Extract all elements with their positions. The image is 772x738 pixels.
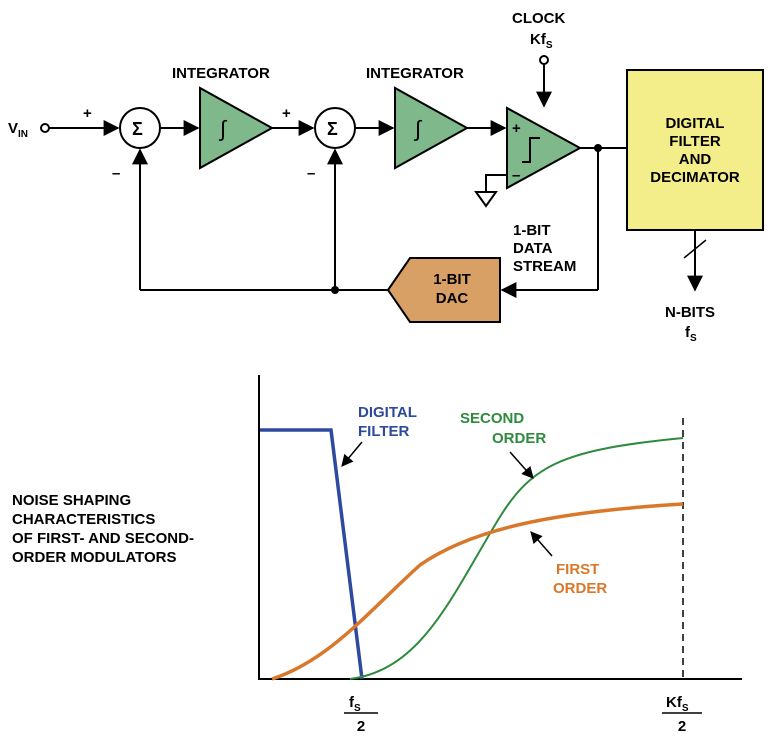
vin-label: VIN xyxy=(8,120,28,140)
digital-filter-label-1: DIGITAL xyxy=(358,404,417,421)
integrator-1-label: INTEGRATOR xyxy=(172,65,270,82)
block-diagram: VIN + Σ – INTEGRATOR ∫ + Σ – INTEGRATOR … xyxy=(8,10,764,344)
filter-line-4: DECIMATOR xyxy=(650,169,740,186)
bus-slash xyxy=(683,239,707,259)
integrator-2 xyxy=(394,86,470,170)
sum1-minus: – xyxy=(112,165,120,182)
integrator-2-label: INTEGRATOR xyxy=(366,65,464,82)
ground-wire xyxy=(485,174,507,192)
data-stream-line-3: STREAM xyxy=(513,258,576,275)
second-order-label-2: ORDER xyxy=(492,430,546,447)
filter-line-2: FILTER xyxy=(669,133,721,150)
x-tick-kfs-over-2: KfS 2 xyxy=(662,694,702,735)
fs-out-label: fS xyxy=(685,324,697,344)
second-order-label-1: SECOND xyxy=(460,410,524,427)
digital-filter-pointer xyxy=(341,441,363,467)
comparator xyxy=(506,106,583,190)
dac-line-1: 1-BIT xyxy=(433,271,471,288)
data-stream-line-1: 1-BIT xyxy=(513,222,551,239)
x-tick-1-den: 2 xyxy=(357,718,365,735)
integrator-1-symbol: ∫ xyxy=(218,116,228,141)
caption-line-2: CHARACTERISTICS xyxy=(12,511,155,528)
comparator-step-icon xyxy=(522,137,540,163)
digital-filter-block xyxy=(626,69,764,231)
filter-line-3: AND xyxy=(679,151,712,168)
sum2-minus: – xyxy=(307,165,315,182)
digital-filter-curve xyxy=(260,428,364,680)
integrator-2-symbol: ∫ xyxy=(413,116,423,141)
noise-shaping-chart: NOISE SHAPING CHARACTERISTICS OF FIRST- … xyxy=(12,375,742,735)
second-order-curve xyxy=(349,437,684,680)
clock-kfs-label: KfS xyxy=(530,31,553,51)
integrator-1 xyxy=(199,86,275,170)
x-tick-2-num: KfS xyxy=(666,694,689,714)
second-order-pointer xyxy=(509,451,534,479)
first-order-label-2: ORDER xyxy=(553,580,607,597)
summer-1-sigma: Σ xyxy=(132,119,143,139)
dac-line-2: DAC xyxy=(436,290,469,307)
clock-label: CLOCK xyxy=(512,10,565,27)
comp-plus: + xyxy=(512,120,521,137)
digital-filter-label-2: FILTER xyxy=(358,423,410,440)
first-order-curve xyxy=(271,502,684,681)
first-order-pointer xyxy=(530,531,553,557)
comp-minus: – xyxy=(512,167,520,184)
ground-icon xyxy=(474,191,498,208)
x-tick-1-num: fS xyxy=(349,694,361,714)
data-stream-line-2: DATA xyxy=(513,240,553,257)
caption-line-3: OF FIRST- AND SECOND- xyxy=(12,530,194,547)
x-tick-fs-over-2: fS 2 xyxy=(344,694,378,735)
nbits-label: N-BITS xyxy=(665,304,715,321)
sum1-plus: + xyxy=(83,105,92,122)
x-tick-2-den: 2 xyxy=(678,718,686,735)
sum2-plus: + xyxy=(282,105,291,122)
caption-line-4: ORDER MODULATORS xyxy=(12,549,176,566)
summer-2-sigma: Σ xyxy=(327,119,338,139)
dac-block xyxy=(386,257,501,323)
filter-line-1: DIGITAL xyxy=(666,115,725,132)
vin-terminal xyxy=(40,123,50,133)
first-order-label-1: FIRST xyxy=(556,561,599,578)
caption-line-1: NOISE SHAPING xyxy=(12,492,131,509)
clock-terminal xyxy=(539,55,549,65)
